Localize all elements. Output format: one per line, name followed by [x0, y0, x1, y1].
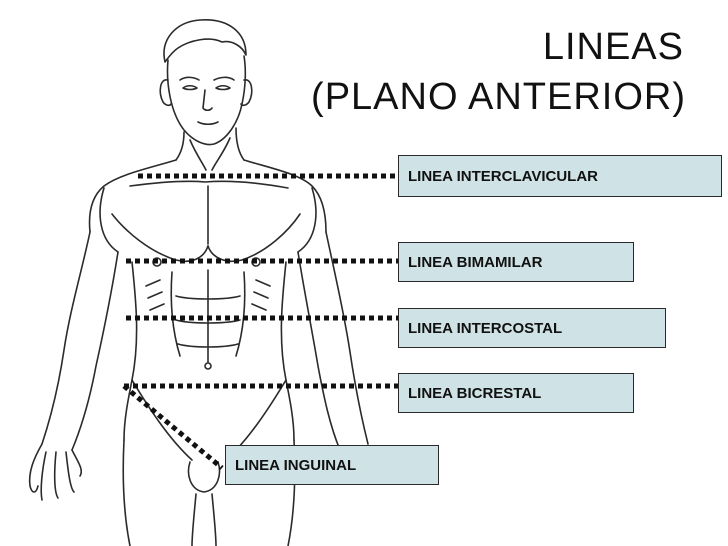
hair: [163, 19, 247, 63]
body-figure: [28, 19, 369, 546]
right-deltoid: [297, 187, 317, 253]
nose: [202, 89, 213, 112]
abdominal-outline: [170, 271, 246, 357]
dotted-lines: [122, 173, 398, 470]
left-deltoid: [99, 187, 119, 253]
left-eye: [182, 84, 198, 91]
left-torso-side: [123, 261, 138, 441]
right-serratus: [251, 279, 271, 311]
label-bimamilar: LINEA BIMAMILAR: [398, 242, 634, 282]
inner-legs: [191, 493, 217, 546]
clavicles: [129, 180, 289, 189]
genital-outline: [187, 461, 221, 493]
navel: [204, 362, 212, 370]
left-thigh: [122, 439, 131, 546]
label-intercostal: LINEA INTERCOSTAL: [398, 308, 666, 348]
label-interclavicular: LINEA INTERCLAVICULAR: [398, 155, 722, 197]
left-inguinal-fold: [131, 379, 193, 461]
neck-muscles: [189, 137, 231, 171]
left-ear: [159, 79, 172, 107]
title-line-2: (PLANO ANTERIOR): [311, 76, 686, 118]
label-inguinal: LINEA INGUINAL: [225, 445, 439, 485]
right-ear: [240, 79, 253, 107]
left-arm-inner: [71, 251, 119, 451]
right-shoulder: [243, 159, 327, 233]
inguinal-line: [122, 384, 224, 470]
title-line-1: LINEAS: [542, 26, 684, 68]
right-eye: [215, 84, 231, 91]
left-arm-outer: [41, 231, 91, 445]
left-eyebrow: [179, 76, 200, 81]
right-arm-inner: [297, 251, 341, 451]
left-pectoral: [111, 213, 209, 262]
left-shoulder: [88, 159, 177, 233]
right-eyebrow: [213, 76, 235, 81]
mouth: [197, 121, 219, 126]
left-hand: [28, 443, 83, 501]
right-torso-side: [280, 261, 295, 441]
left-serratus: [145, 279, 165, 311]
neck-right: [235, 127, 245, 161]
head: [166, 55, 247, 146]
right-pectoral: [207, 213, 301, 262]
label-bicrestal: LINEA BICRESTAL: [398, 373, 634, 413]
right-arm-outer: [325, 231, 369, 445]
neck-left: [175, 131, 185, 161]
